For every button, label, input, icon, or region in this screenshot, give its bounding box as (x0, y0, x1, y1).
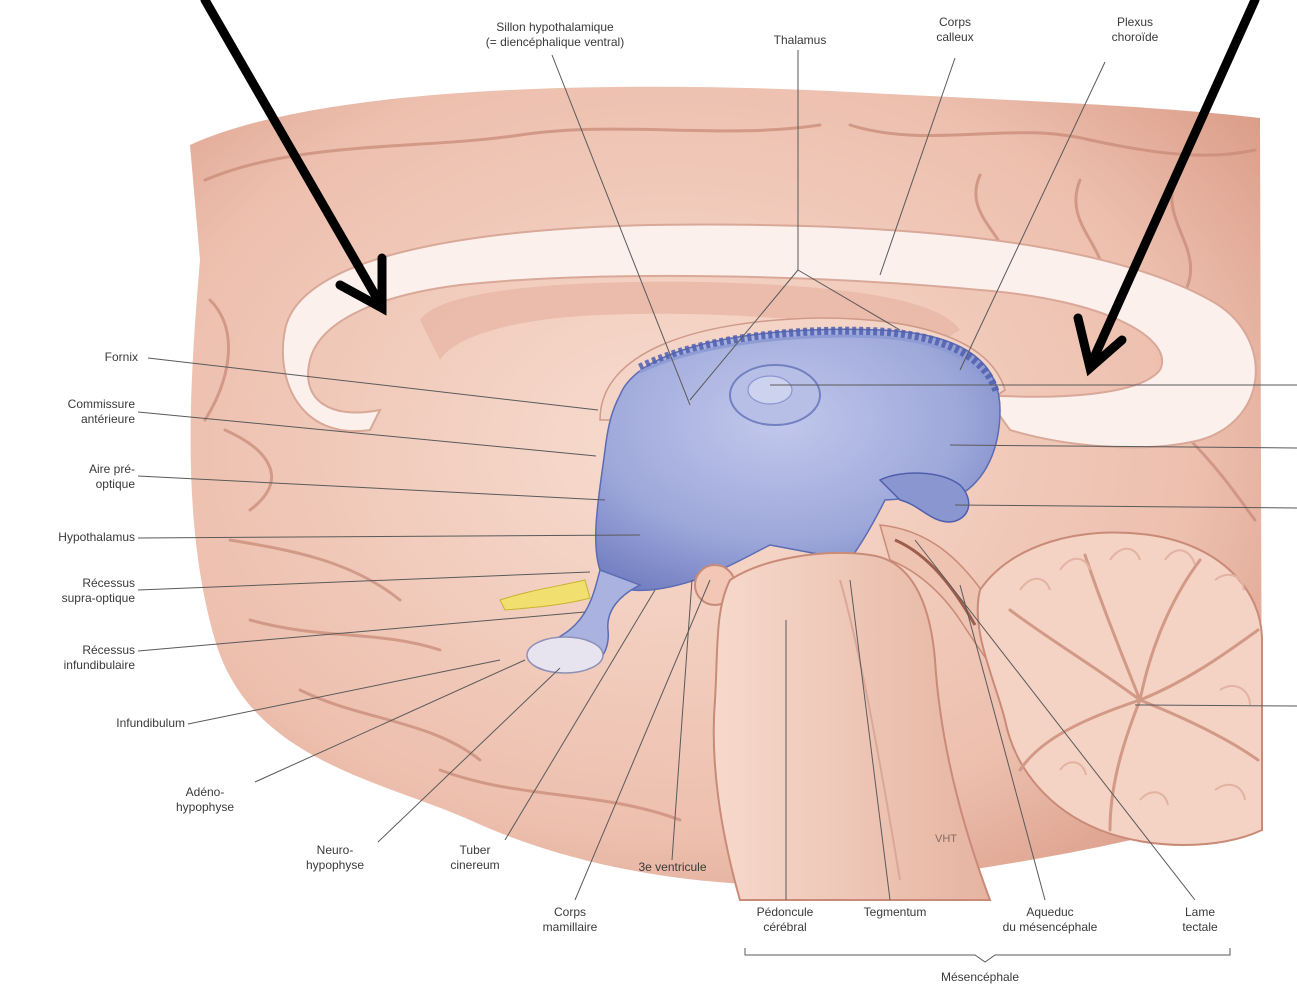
label-recessus-supra-optique: Récessus supra-optique (0, 576, 135, 606)
label-infundibulum: Infundibulum (20, 716, 185, 731)
neurohypophysis (527, 637, 603, 673)
label-plexus-choroide: Plexus choroïde (1085, 15, 1185, 45)
label-corps-mamillaire: Corps mamillaire (515, 905, 625, 935)
label-thalamus: Thalamus (740, 33, 860, 48)
label-fornix: Fornix (20, 350, 138, 365)
label-tegmentum: Tegmentum (840, 905, 950, 920)
label-tuber-cinereum: Tuber cinereum (425, 843, 525, 873)
label-sillon-hypothalamique: Sillon hypothalamique (= diencéphalique … (440, 20, 670, 50)
label-corps-calleux: Corps calleux (915, 15, 995, 45)
label-lame-tectale: Lame tectale (1160, 905, 1240, 935)
label-mesencephale: Mésencéphale (910, 970, 1050, 985)
label-adeno-hypophyse: Adéno- hypophyse (140, 785, 270, 815)
label-pedoncule-cerebral: Pédoncule cérébral (735, 905, 835, 935)
mesencephale-bracket (745, 948, 1230, 962)
label-neuro-hypophyse: Neuro- hypophyse (280, 843, 390, 873)
artist-signature: VHT (935, 833, 957, 845)
label-3e-ventricule: 3e ventricule (610, 860, 735, 875)
label-commissure-anterieure: Commissure antérieure (10, 397, 135, 427)
label-hypothalamus: Hypothalamus (0, 530, 135, 545)
label-recessus-infundibulaire: Récessus infundibulaire (0, 643, 135, 673)
label-aqueduc-mesencephale: Aqueduc du mésencéphale (975, 905, 1125, 935)
label-aire-preoptique: Aire pré- optique (10, 462, 135, 492)
